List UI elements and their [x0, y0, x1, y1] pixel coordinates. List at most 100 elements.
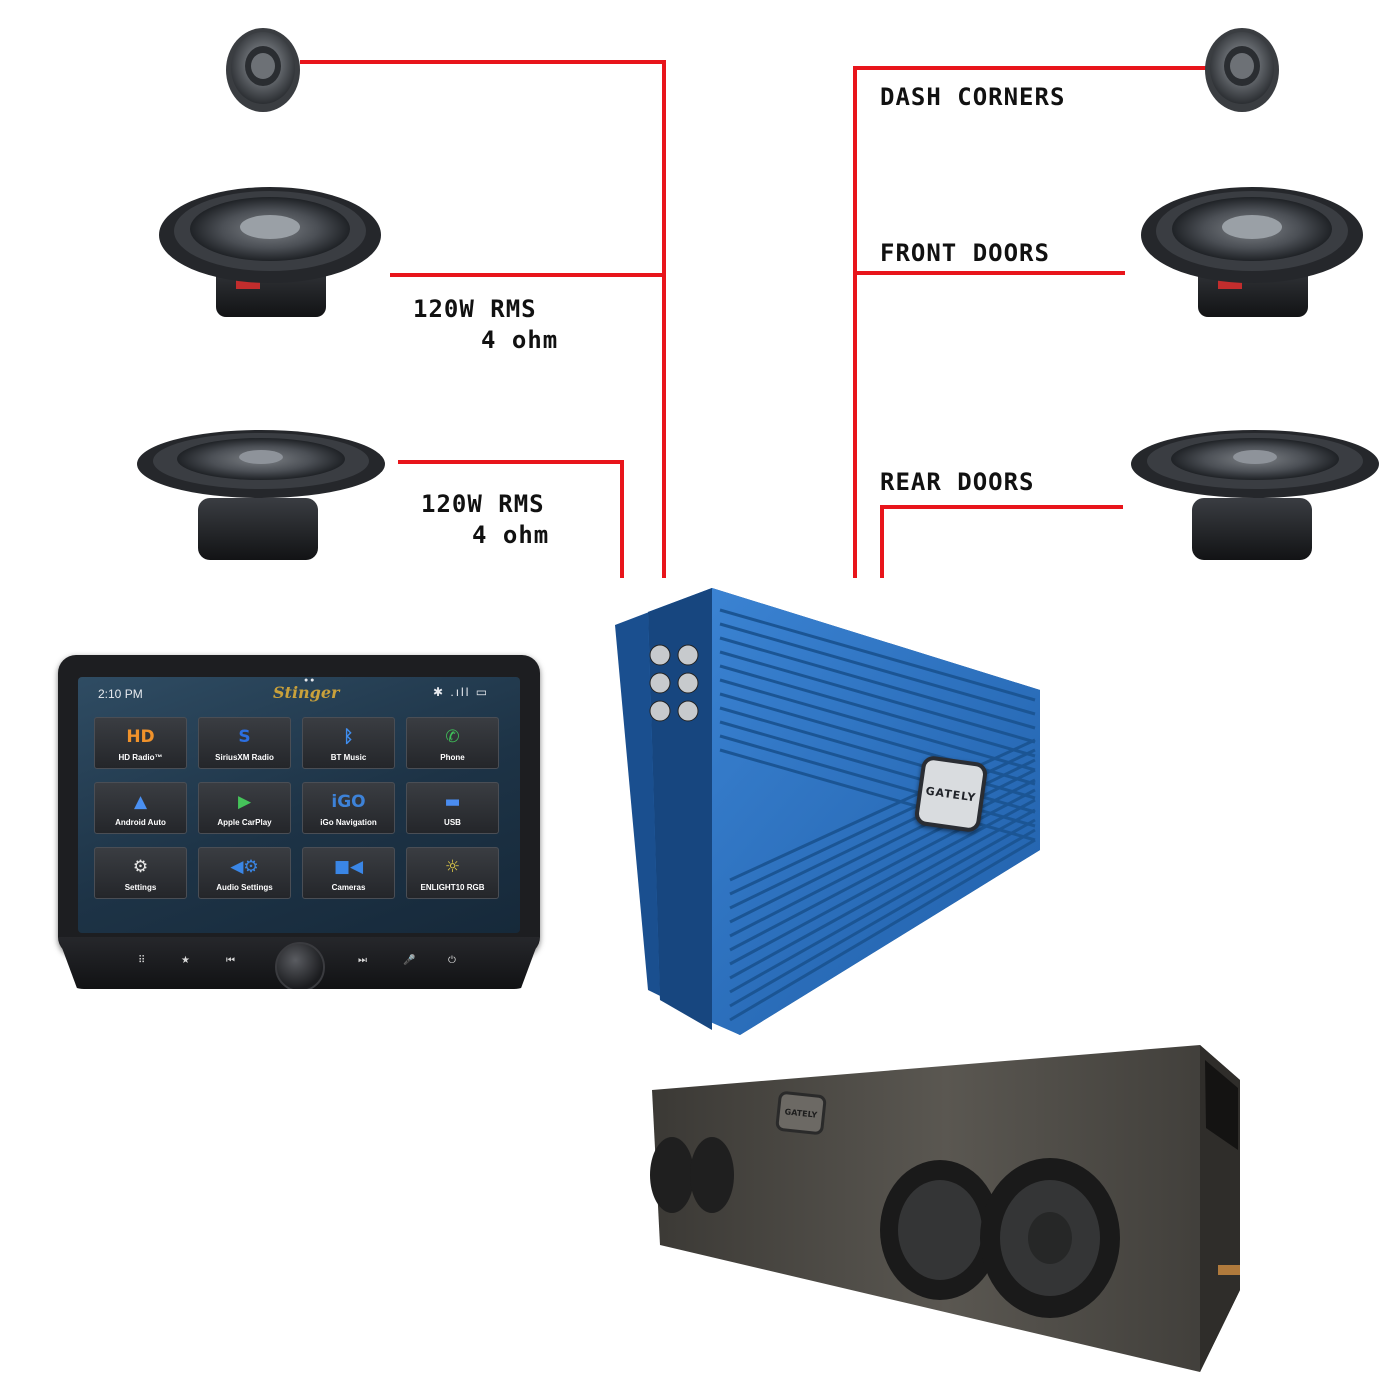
app-tile[interactable]: ▶ Apple CarPlay — [198, 782, 291, 834]
amp-fin — [729, 818, 1036, 994]
rca-jack — [649, 672, 671, 694]
page-indicator: ● ● — [304, 677, 315, 684]
app-tile[interactable]: ☼ ENLIGHT10 RGB — [406, 847, 499, 899]
tweeter-icon-left — [226, 28, 300, 112]
amp-fin — [719, 692, 1036, 786]
app-tile-icon: ▶ — [237, 791, 252, 812]
app-tile-icon: ▲ — [133, 791, 148, 812]
status-time: 2:10 PM — [98, 687, 143, 701]
wire-left-front-horizontal — [390, 273, 666, 277]
amp-fin — [729, 768, 1036, 924]
app-tile-label: Audio Settings — [216, 882, 273, 892]
amp-fin — [719, 608, 1036, 702]
favorite-icon[interactable]: ★ — [181, 955, 190, 966]
app-tile[interactable]: ◀⚙ Audio Settings — [198, 847, 291, 899]
wire-right-rear-horizontal — [880, 505, 1123, 509]
wire-right-rear-vertical — [880, 505, 884, 578]
app-tile[interactable]: HD HD Radio™ — [94, 717, 187, 769]
apps-grid-icon[interactable]: ⠿ — [138, 955, 146, 966]
previous-track-icon[interactable]: ⏮ — [226, 955, 235, 966]
next-track-icon[interactable]: ⏭ — [358, 955, 367, 966]
app-tile[interactable]: iGO iGo Navigation — [302, 782, 395, 834]
amp-fin — [729, 798, 1036, 966]
app-tile-icon: ⚙ — [132, 856, 149, 877]
app-tile-label: Apple CarPlay — [217, 817, 272, 827]
app-tile[interactable]: ▬USB — [406, 782, 499, 834]
volume-knob[interactable] — [275, 942, 325, 989]
app-tile[interactable]: S SiriusXM Radio — [198, 717, 291, 769]
app-tile-label: Phone — [440, 752, 465, 762]
app-tile-icon: ☼ — [444, 856, 461, 877]
amp-fin — [719, 734, 1036, 828]
amp-fin — [719, 622, 1036, 716]
label-left-rear-ohm: 4 ohm — [472, 521, 550, 549]
subwoofer-logo-text: GATELY — [784, 1106, 818, 1120]
app-tile-label: HD Radio™ — [118, 752, 163, 762]
wire-left-rear-horizontal — [398, 460, 624, 464]
amp-fin — [729, 808, 1036, 980]
amp-fin — [729, 748, 1036, 896]
amp-fin — [729, 758, 1036, 910]
wire-right-tweeter-horizontal — [853, 66, 1208, 70]
app-tile-icon: S — [238, 726, 251, 747]
app-tile-icon: iGO — [331, 791, 366, 812]
app-tile[interactable]: ✆ Phone — [406, 717, 499, 769]
label-left-rear-power: 120W RMS — [421, 490, 545, 518]
app-tile-icon: HD — [126, 726, 155, 747]
amp-fin — [719, 636, 1036, 730]
amp-fin — [729, 738, 1036, 882]
app-tile-icon: ✆ — [445, 726, 460, 747]
status-icons: ✱ .ıll ▭ — [433, 685, 490, 699]
power-icon[interactable]: ⏻ — [448, 955, 456, 966]
amp-fin — [729, 828, 1036, 1008]
amplifier-logo-text: GATELY — [924, 784, 978, 804]
speaker-icon-left-rear — [137, 430, 385, 560]
wire-left-main-vertical — [662, 60, 666, 578]
rca-jack — [677, 700, 699, 722]
app-tile-label: Cameras — [331, 882, 366, 892]
label-front-doors: FRONT DOORS — [880, 239, 1050, 267]
speaker-icon-left-front — [159, 187, 381, 317]
amp-fin — [719, 706, 1036, 800]
amp-fin — [729, 788, 1036, 952]
microphone-icon[interactable]: 🎤 — [403, 955, 416, 966]
amp-fin — [719, 650, 1036, 744]
wire-right-main-vertical — [853, 66, 857, 578]
app-tile-label: ENLIGHT10 RGB — [420, 882, 485, 892]
app-grid: HD HD Radio™ S SiriusXM Radio ᛒ BT Music ✆ Phon… — [94, 717, 504, 899]
wire-left-tweeter-horizontal — [300, 60, 666, 64]
label-dash-corners: DASH CORNERS — [880, 83, 1066, 111]
app-tile[interactable]: ▲ Android Auto — [94, 782, 187, 834]
app-tile-icon: ᛒ — [343, 726, 354, 747]
app-tile-label: iGo Navigation — [320, 817, 377, 827]
speaker-icon-right-front — [1141, 187, 1363, 317]
head-unit: 2:10 PM Stinger ✱ .ıll ▭ HD HD Radio™ S Sir… — [58, 655, 540, 990]
app-tile-label: Settings — [124, 882, 157, 892]
app-tile-label: Android Auto — [115, 817, 166, 827]
app-tile-icon: ▬ — [444, 791, 461, 812]
tweeter-icon-right — [1205, 28, 1279, 112]
head-unit-bezel: 2:10 PM Stinger ✱ .ıll ▭ HD HD Radio™ S Sir… — [58, 655, 540, 955]
app-tile[interactable]: ⚙ Settings — [94, 847, 187, 899]
subwoofer-box-icon — [650, 1045, 1240, 1372]
subwoofer-logo: GATELY — [775, 1090, 827, 1136]
app-tile[interactable]: ᛒ BT Music — [302, 717, 395, 769]
head-unit-control-strip: ⠿ ★ ⏮ ⏭ 🎤 ⏻ — [58, 937, 540, 989]
app-tile-icon: ■◀ — [333, 856, 364, 877]
head-unit-screen: 2:10 PM Stinger ✱ .ıll ▭ HD HD Radio™ S Sir… — [78, 677, 520, 933]
label-rear-doors: REAR DOORS — [880, 468, 1035, 496]
rca-jack — [649, 700, 671, 722]
app-tile[interactable]: ■◀ Cameras — [302, 847, 395, 899]
wire-right-front-horizontal — [853, 271, 1125, 275]
app-tile-label: SiriusXM Radio — [215, 752, 274, 762]
rca-jack — [677, 672, 699, 694]
app-tile-label: BT Music — [330, 752, 367, 762]
amp-fin — [719, 664, 1036, 758]
amp-fin — [719, 720, 1036, 814]
amp-fin — [729, 778, 1036, 938]
app-tile-icon: ◀⚙ — [230, 856, 259, 877]
brand-logo: Stinger — [273, 683, 340, 702]
wire-left-rear-vertical — [620, 460, 624, 578]
amp-fin — [719, 678, 1036, 772]
